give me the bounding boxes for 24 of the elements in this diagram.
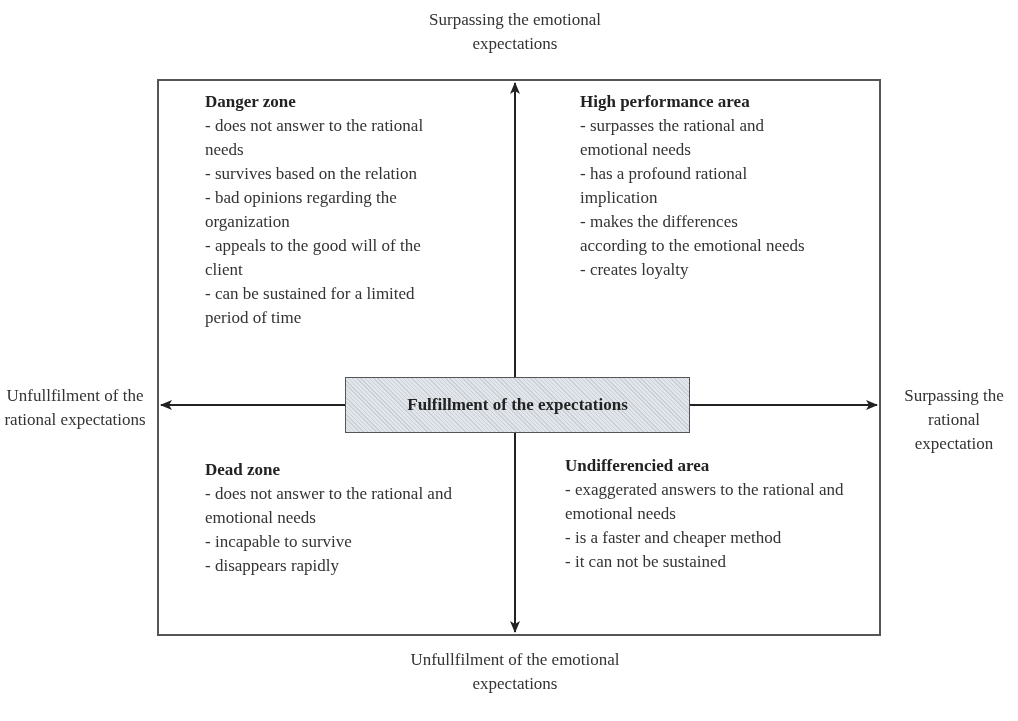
bullet-text: - disappears rapidly — [205, 555, 341, 577]
bullet-text: - appeals to the good will of the client — [205, 235, 422, 281]
bullet-text: - creates loyalty — [580, 259, 690, 281]
zone-heading: High performance area — [580, 91, 751, 113]
bullet-text: - can be sustained for a limited period of time — [205, 283, 416, 329]
center-box: Fulfillment of the expectations — [345, 377, 690, 433]
bullet-text: - incapable to survive — [205, 531, 353, 553]
zone-heading: Dead zone — [205, 459, 282, 481]
bullet-text: - bad opinions regarding the organization — [205, 187, 398, 233]
axis-label: Unfullfilment of the emotional expectations — [409, 649, 621, 695]
bullet-text: - does not answer to the rational and emotional needs — [205, 483, 453, 529]
bullet-text: - it can not be sustained — [565, 551, 727, 573]
zone-heading: Danger zone — [205, 91, 297, 113]
bullet-text: - has a profound rational implication — [580, 163, 749, 209]
bullet-text: - makes the differences according to the emotional needs — [580, 211, 805, 257]
bullet-text: - survives based on the relation — [205, 163, 418, 185]
axis-label: Surpassing the rational expectation — [903, 385, 1005, 455]
bullet-text: - is a faster and cheaper method — [565, 527, 783, 549]
bullet-text: - surpasses the rational and emotional needs — [580, 115, 766, 161]
axis-label: Unfullfilment of the rational expectations — [3, 385, 147, 431]
bullet-text: - exaggerated answers to the rational and emotional needs — [565, 479, 845, 525]
axis-label: Surpassing the emotional expectations — [428, 9, 602, 55]
bullet-text: - does not answer to the rational needs — [205, 115, 425, 161]
zone-heading: Undifferencied area — [565, 455, 711, 477]
